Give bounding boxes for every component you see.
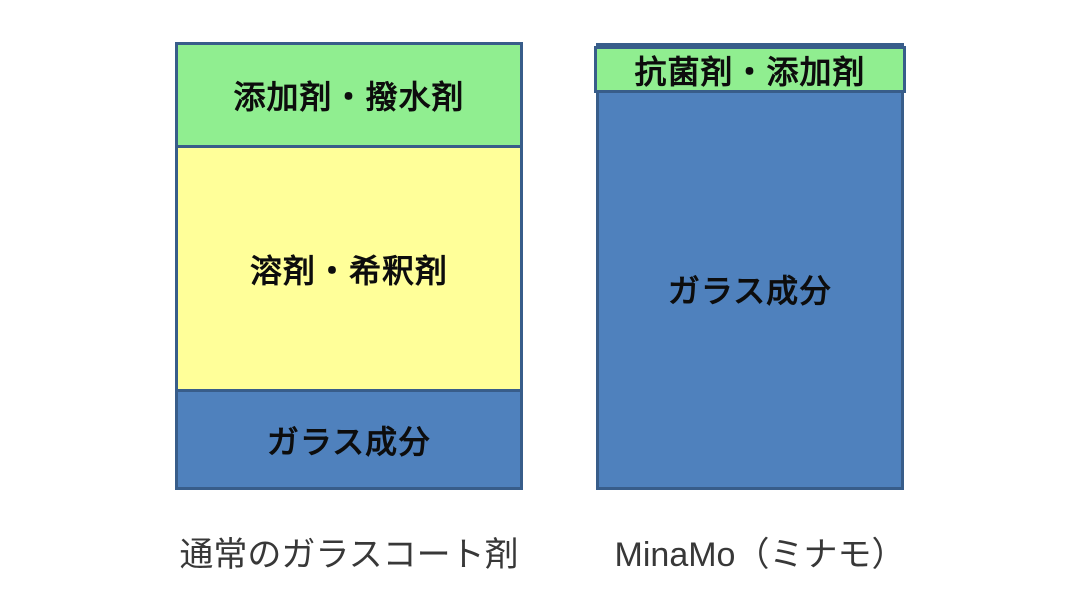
segment-antibacterial-additive: 抗菌剤・添加剤 (594, 46, 906, 93)
segment-solvent-diluent: 溶剤・希釈剤 (178, 145, 520, 389)
caption-minamo: MinaMo（ミナモ） (614, 536, 906, 574)
segment-label: ガラス成分 (667, 272, 833, 309)
segment-label: 添加剤・撥水剤 (233, 79, 465, 115)
column-normal-glass-coat: 添加剤・撥水剤 溶剤・希釈剤 ガラス成分 (175, 42, 523, 490)
caption-normal-glass-coat: 通常のガラスコート剤 (179, 536, 519, 574)
segment-additive-water-repellent: 添加剤・撥水剤 (178, 45, 520, 145)
segment-label: 溶剤・希釈剤 (249, 252, 448, 289)
segment-glass-component-right: ガラス成分 (599, 46, 901, 487)
segment-label: 抗菌剤・添加剤 (634, 53, 866, 90)
segment-glass-component-left: ガラス成分 (178, 389, 520, 487)
column-minamo: 抗菌剤・添加剤 ガラス成分 (594, 43, 906, 490)
segment-label: ガラス成分 (266, 423, 432, 460)
